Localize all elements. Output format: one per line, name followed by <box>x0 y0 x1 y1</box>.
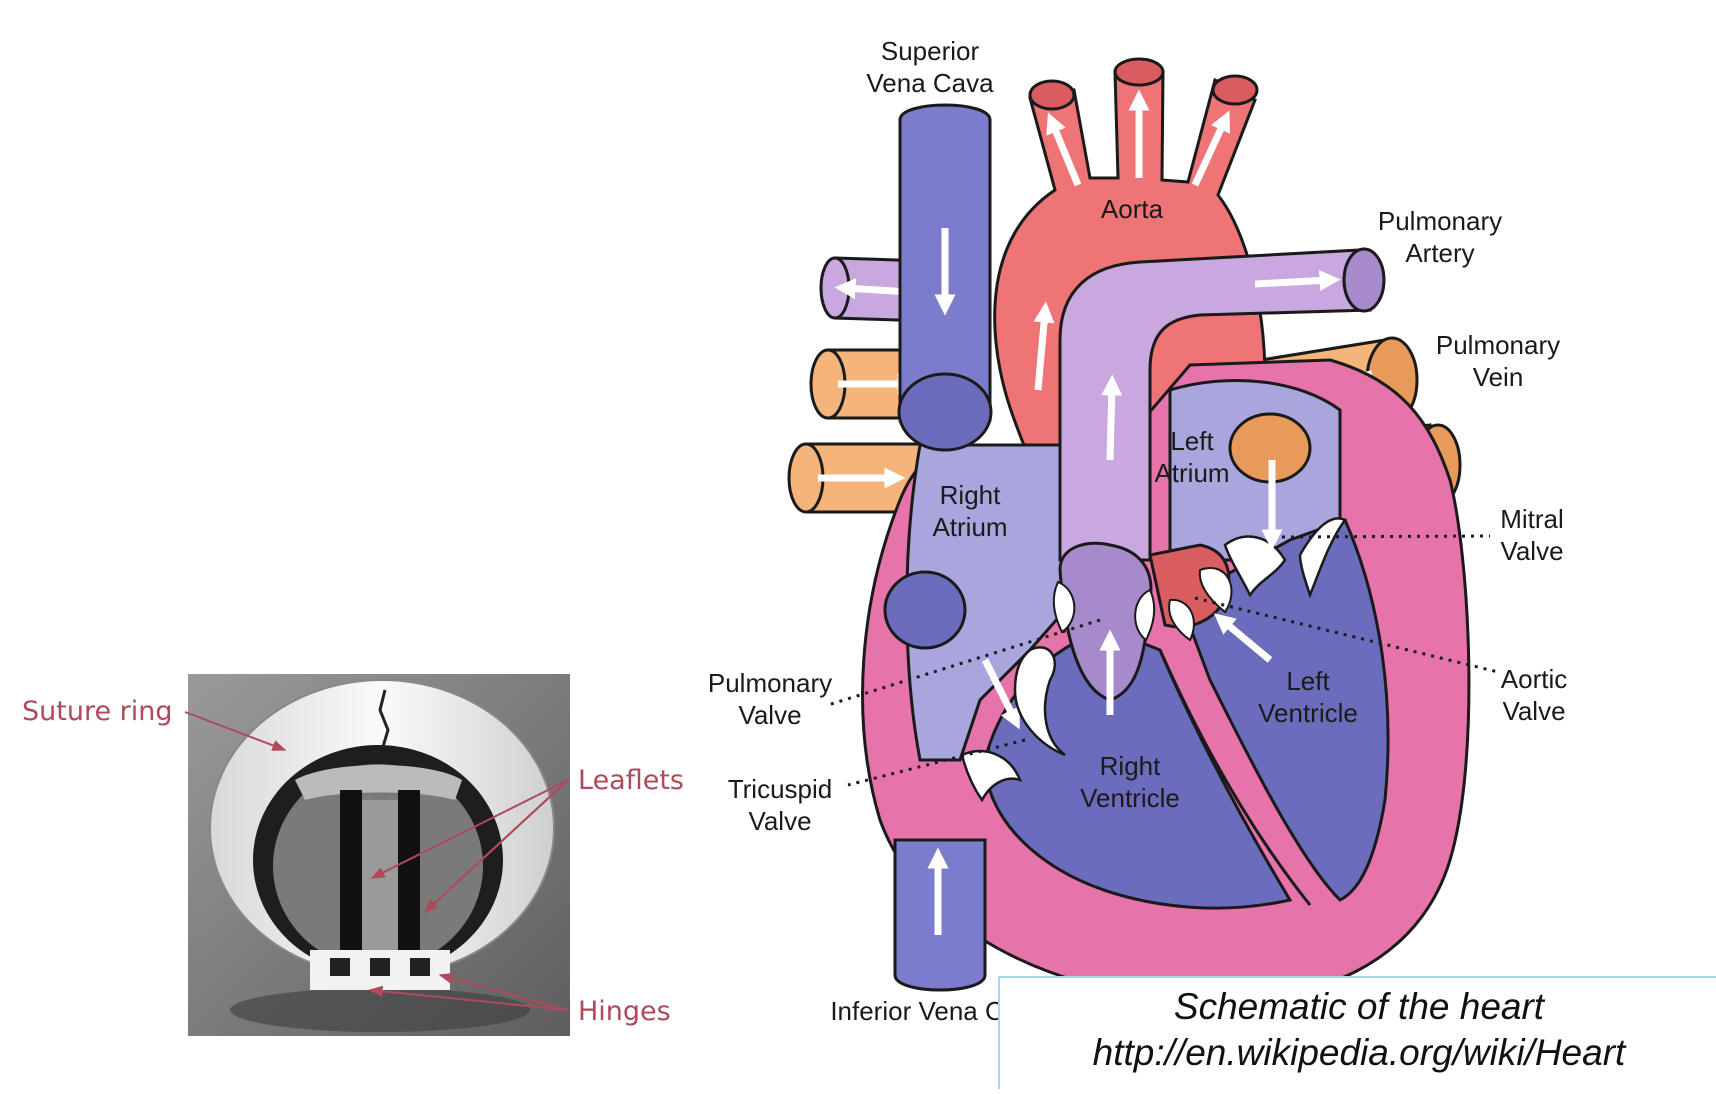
callout-hinges: Hinges <box>578 996 671 1027</box>
heart-diagram: Superior Vena Cava Aorta Pulmonary Arter… <box>708 36 1567 1026</box>
label-left-atrium-2: Atrium <box>1154 458 1229 488</box>
label-pulmonary-valve-1: Pulmonary <box>708 668 832 698</box>
label-pulmonary-vein-1: Pulmonary <box>1436 330 1560 360</box>
label-tricuspid-valve-1: Tricuspid <box>728 774 833 804</box>
label-pulmonary-artery-2: Artery <box>1405 238 1474 268</box>
label-right-atrium-1: Right <box>940 480 1001 510</box>
label-left-atrium-1: Left <box>1170 426 1214 456</box>
label-left-ventricle-2: Ventricle <box>1258 698 1358 728</box>
caption-url[interactable]: http://en.wikipedia.org/wiki/Heart <box>1000 1032 1716 1074</box>
label-mitral-valve-2: Valve <box>1500 536 1563 566</box>
label-right-ventricle-1: Right <box>1100 751 1161 781</box>
caption-title: Schematic of the heart <box>1000 986 1716 1028</box>
label-left-ventricle-1: Left <box>1286 666 1330 696</box>
label-superior-vena-cava-1: Superior <box>881 36 980 66</box>
label-right-ventricle-2: Ventricle <box>1080 783 1180 813</box>
label-mitral-valve-1: Mitral <box>1500 504 1564 534</box>
label-aortic-valve-1: Aortic <box>1501 664 1567 694</box>
mechanical-valve-photo <box>188 674 570 1036</box>
callout-suture-ring: Suture ring <box>22 696 173 727</box>
label-tricuspid-valve-2: Valve <box>748 806 811 836</box>
label-aorta: Aorta <box>1101 194 1164 224</box>
caption-box: Schematic of the heart http://en.wikiped… <box>998 976 1716 1089</box>
label-pulmonary-valve-2: Valve <box>738 700 801 730</box>
label-pulmonary-artery-1: Pulmonary <box>1378 206 1502 236</box>
callout-leaflets: Leaflets <box>578 765 684 796</box>
label-superior-vena-cava-2: Vena Cava <box>866 68 994 98</box>
label-aortic-valve-2: Valve <box>1502 696 1565 726</box>
label-right-atrium-2: Atrium <box>932 512 1007 542</box>
label-pulmonary-vein-2: Vein <box>1473 362 1524 392</box>
